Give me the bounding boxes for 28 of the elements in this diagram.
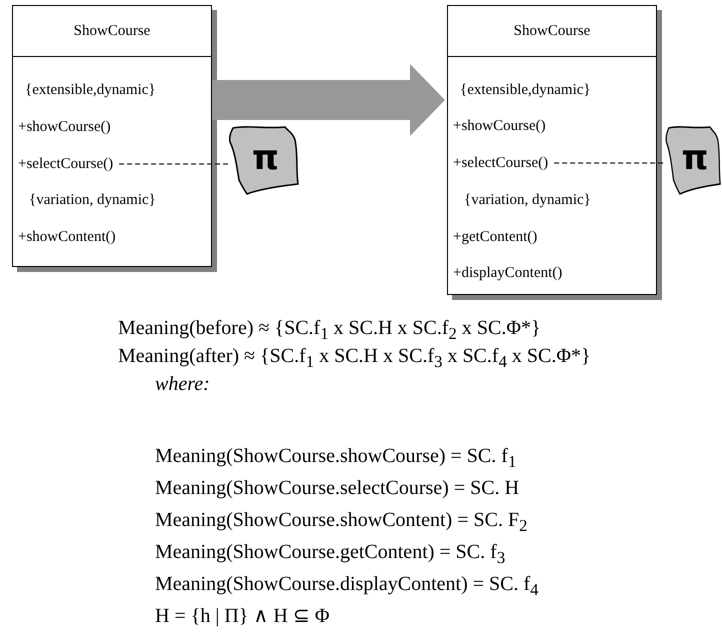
member-text: +showCourse() <box>18 118 111 136</box>
note-text: where: <box>155 372 210 396</box>
cloud-shape <box>664 124 721 196</box>
formula-text: Meaning(ShowCourse.displayContent) = SC. f$_{4}$ <box>155 572 538 601</box>
block-arrow <box>212 64 445 136</box>
formula-text: Meaning(after) ≈ {SC.f$_{1}$ x SC.H x SC.f$_{3}$ x SC.f$_{4}$ x SC.Φ*} <box>118 344 591 373</box>
cloud-shape <box>227 124 299 196</box>
formula-text: Meaning(ShowCourse.selectCourse) = SC. H <box>155 476 520 500</box>
member-text: {variation, dynamic} <box>29 191 156 209</box>
class-name: ShowCourse <box>13 6 211 57</box>
pi-symbol: π <box>682 140 708 176</box>
formula-text: Meaning(ShowCourse.showContent) = SC. F$_{2}$ <box>155 508 528 537</box>
member-text: +selectCourse() <box>453 154 548 172</box>
formula-text: Meaning(ShowCourse.getContent) = SC. f$_{3}$ <box>155 540 506 569</box>
member-text: +getContent() <box>453 228 538 246</box>
formula-text: Meaning(ShowCourse.showCourse) = SC. f$_{1}$ <box>155 444 516 473</box>
member-text: +showCourse() <box>453 117 546 135</box>
dashed-connector <box>554 162 666 164</box>
pi-symbol: π <box>252 140 279 176</box>
formula-text: H = {h | Π} ∧ H ⊆ Φ <box>155 604 330 628</box>
class-name: ShowCourse <box>448 6 656 57</box>
member-text: +displayContent() <box>453 264 562 282</box>
member-text: +selectCourse() <box>18 155 114 173</box>
formula-text: Meaning(before) ≈ {SC.f$_{1}$ x SC.H x SC.f$_{2}$ x SC.Φ*} <box>118 316 541 345</box>
member-text: +showContent() <box>18 228 116 246</box>
member-text: {extensible,dynamic} <box>25 81 156 99</box>
member-text: {extensible,dynamic} <box>460 81 591 99</box>
member-text: {variation, dynamic} <box>464 191 591 209</box>
